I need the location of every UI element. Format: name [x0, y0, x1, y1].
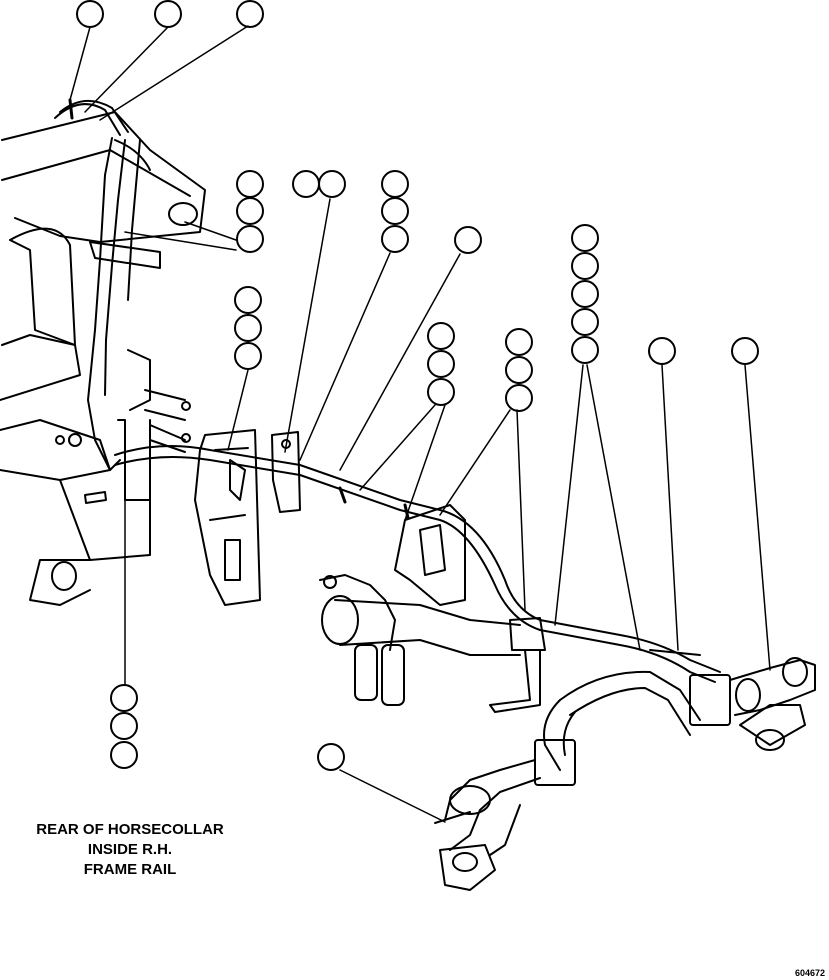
- valve-manifold-right: [559, 649, 816, 751]
- horsecollar-frame: [0, 98, 206, 606]
- callout-balloon: [381, 225, 409, 253]
- callout-balloon: [571, 252, 599, 280]
- callout-balloon: [236, 170, 264, 198]
- callout-balloon: [234, 286, 262, 314]
- callout-balloon: [505, 384, 533, 412]
- callout-balloon: [571, 280, 599, 308]
- callout-balloon: [381, 170, 409, 198]
- callout-balloon: [76, 0, 104, 28]
- leader-lines: [69, 25, 771, 823]
- callout-balloon: [427, 322, 455, 350]
- callout-balloon: [648, 337, 676, 365]
- callout-balloon: [317, 743, 345, 771]
- callout-balloon: [505, 356, 533, 384]
- caption-line-2: INSIDE R.H.: [87, 841, 173, 858]
- callout-balloon: [731, 337, 759, 365]
- callout-balloon: [454, 226, 482, 254]
- callout-balloon: [571, 308, 599, 336]
- callout-balloon: [571, 336, 599, 364]
- caption-line-3: FRAME RAIL: [83, 861, 177, 878]
- callout-balloon: [236, 225, 264, 253]
- callout-balloon: [505, 328, 533, 356]
- caption-line-1: REAR OF HORSECOLLAR: [36, 821, 224, 838]
- callout-balloons: [76, 0, 759, 771]
- callout-balloon: [318, 170, 346, 198]
- callout-balloon: [236, 0, 264, 28]
- figure-number: 604672: [794, 968, 825, 978]
- air-line-pipe: [114, 445, 721, 683]
- diagram-caption: REAR OF HORSECOLLAR INSIDE R.H. FRAME RA…: [0, 820, 260, 880]
- callout-balloon: [154, 0, 182, 28]
- callout-balloon: [571, 224, 599, 252]
- bracket-right: [394, 504, 466, 606]
- callout-balloon: [427, 350, 455, 378]
- callout-balloon: [110, 712, 138, 740]
- callout-balloon: [381, 197, 409, 225]
- callout-balloon: [110, 741, 138, 769]
- valve-manifold-left: [434, 699, 576, 891]
- callout-balloon: [236, 197, 264, 225]
- bracket-left: [194, 429, 261, 606]
- callout-balloon: [292, 170, 320, 198]
- callout-balloon: [427, 378, 455, 406]
- filter-assembly: [319, 574, 546, 713]
- callout-balloon: [234, 342, 262, 370]
- callout-balloon: [110, 684, 138, 712]
- callout-balloon: [234, 314, 262, 342]
